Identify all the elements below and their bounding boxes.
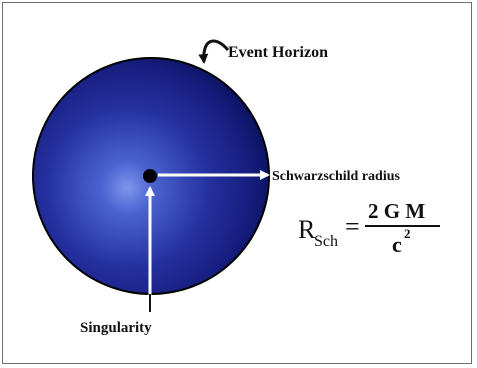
equation-denominator: c xyxy=(392,232,402,257)
schwarzschild-radius-label: Schwarzschild radius xyxy=(272,169,401,184)
singularity-dot xyxy=(143,169,157,183)
equation-equals: = xyxy=(345,212,360,241)
equation-subscript: Sch xyxy=(314,233,338,250)
schwarzschild-equation: R Sch = 2 G M c 2 xyxy=(298,199,440,257)
equation-numerator: 2 G M xyxy=(368,199,425,223)
event-horizon-label: Event Horizon xyxy=(228,44,328,61)
equation-exponent: 2 xyxy=(404,226,411,241)
event-horizon-arrow xyxy=(198,39,230,64)
equation-symbol: R xyxy=(298,215,316,244)
singularity-label: Singularity xyxy=(80,320,152,336)
